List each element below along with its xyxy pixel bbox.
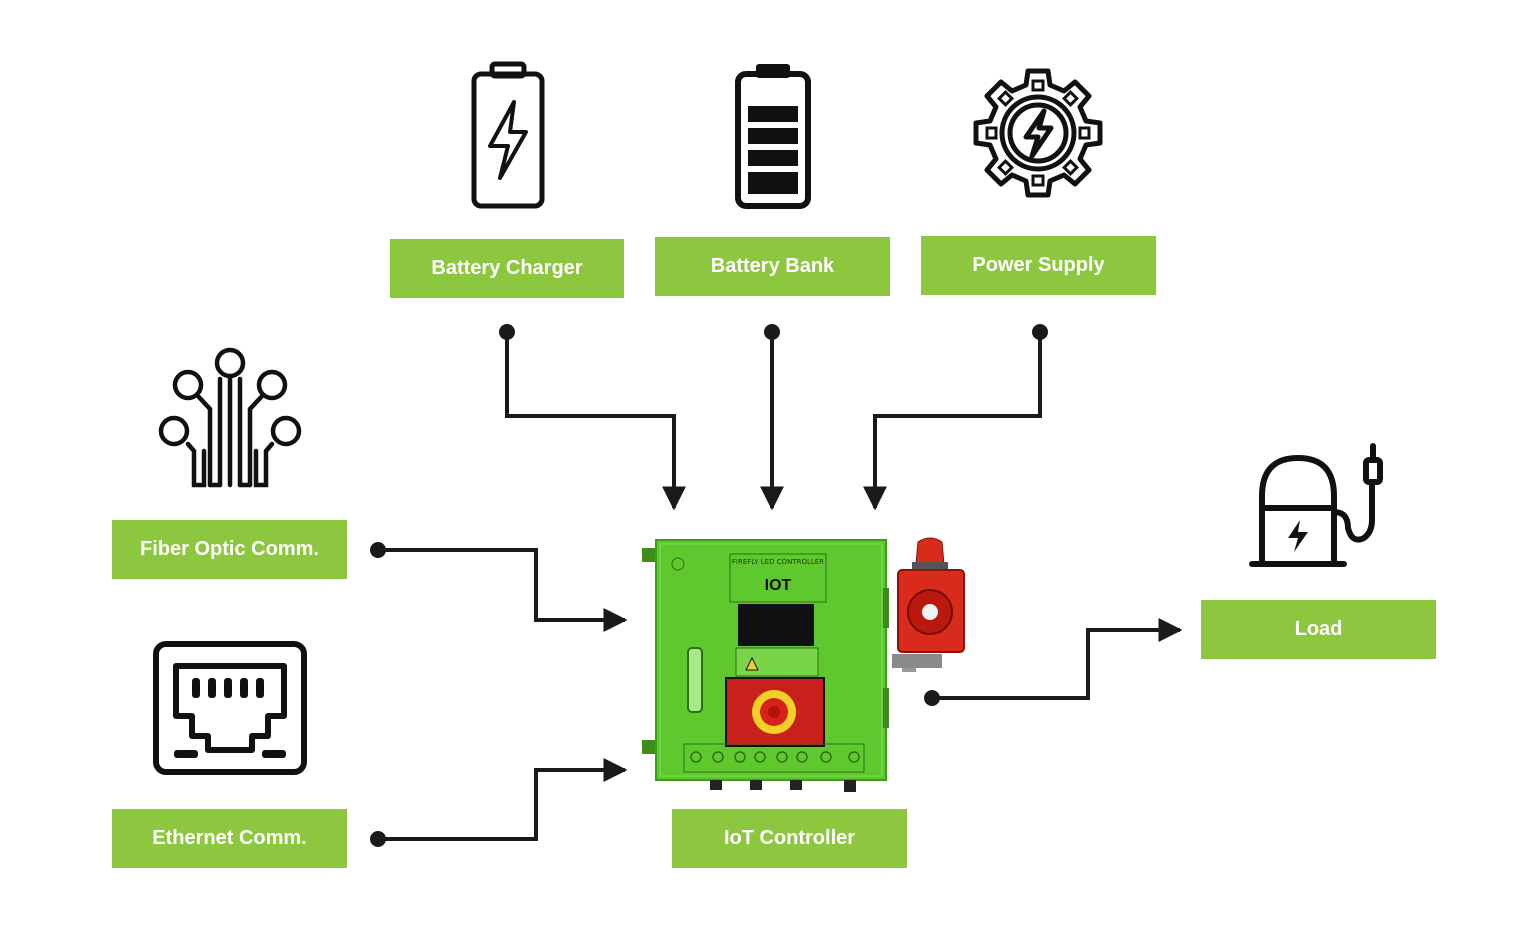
connector-load	[932, 618, 1183, 700]
ethernet-port-icon	[153, 641, 307, 775]
device-logo-text: IOT	[765, 577, 792, 594]
connector-battery-charger	[505, 332, 686, 511]
connector-dot	[764, 324, 780, 340]
connector-dot	[499, 324, 515, 340]
battery-charging-icon	[471, 61, 545, 209]
label-power-supply: Power Supply	[921, 236, 1156, 295]
label-ethernet: Ethernet Comm.	[112, 809, 347, 868]
device-panel-title: FIREFLY LED CONTROLLER	[732, 558, 824, 566]
fiber-optic-icon	[158, 347, 302, 488]
connector-ethernet	[378, 758, 628, 841]
label-battery-charger: Battery Charger	[390, 239, 624, 298]
connector-dot	[1032, 324, 1048, 340]
label-battery-bank: Battery Bank	[655, 237, 890, 296]
gear-lightning-icon	[973, 68, 1103, 198]
connector-fiber-optic	[378, 548, 628, 632]
label-fiber-optic: Fiber Optic Comm.	[112, 520, 347, 579]
ev-charging-station-icon	[1249, 443, 1383, 567]
connector-dot	[370, 542, 386, 558]
connector-dot	[924, 690, 940, 706]
label-iot-controller: IoT Controller	[672, 809, 907, 868]
iot-controller-device: FIREFLY LED CONTROLLER IOT	[642, 537, 965, 792]
label-load: Load	[1201, 600, 1436, 659]
battery-full-icon	[735, 64, 811, 209]
connector-power-supply	[863, 332, 1042, 511]
connector-dot	[370, 831, 386, 847]
